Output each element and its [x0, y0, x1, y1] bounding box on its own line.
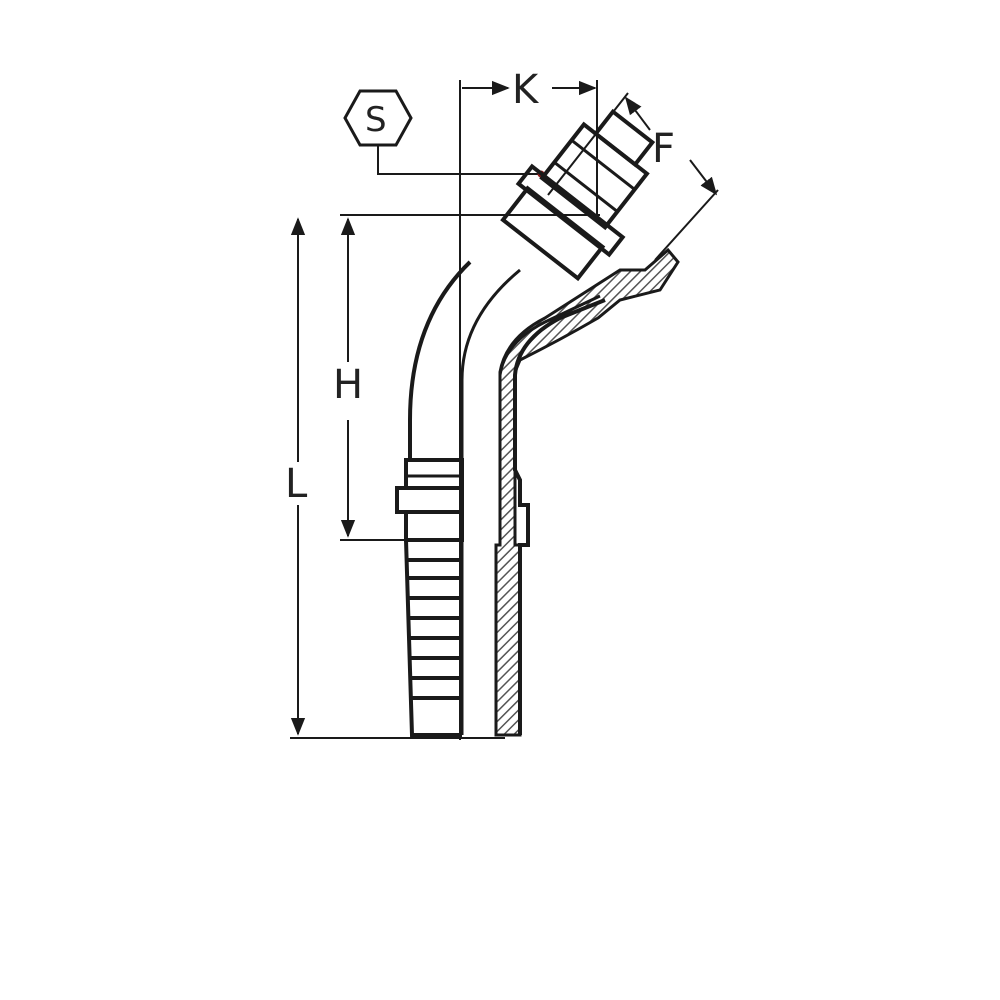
collar-bottom	[404, 510, 464, 542]
hex-size-callout: S	[343, 89, 545, 178]
angled-end	[500, 108, 656, 282]
leader-line-s	[377, 146, 540, 175]
arrow-f-bottom	[689, 159, 718, 196]
tube-inner-right	[498, 294, 601, 545]
extension-line-f-top	[547, 92, 629, 196]
extension-line-f-bottom	[654, 189, 719, 261]
label-f: F	[652, 126, 675, 172]
dimension-l: L	[285, 217, 505, 739]
hex-nut-face-line-2	[553, 161, 619, 213]
angled-neck	[500, 185, 606, 282]
nose-end	[592, 108, 656, 168]
collar-top	[404, 458, 464, 490]
fitting-body	[395, 108, 680, 737]
dimension-f: F	[547, 92, 719, 261]
hex-nut-face-line	[570, 139, 636, 191]
tube-outer-right	[513, 298, 606, 735]
tube-bore-line	[460, 268, 521, 735]
label-l: L	[285, 461, 308, 507]
label-s: S	[365, 100, 387, 140]
dimension-h: H	[333, 214, 600, 541]
hatched-wall-section	[494, 247, 680, 737]
angled-o-ring-seat	[515, 163, 626, 258]
label-k: K	[512, 67, 540, 113]
collar-flange	[395, 486, 464, 514]
label-h: H	[333, 362, 363, 408]
arrow-f-top	[624, 96, 651, 131]
tube-outer-left	[408, 260, 472, 460]
dimension-k: K	[459, 67, 598, 740]
hose-tail-outline	[404, 539, 462, 737]
hex-icon	[343, 89, 413, 147]
